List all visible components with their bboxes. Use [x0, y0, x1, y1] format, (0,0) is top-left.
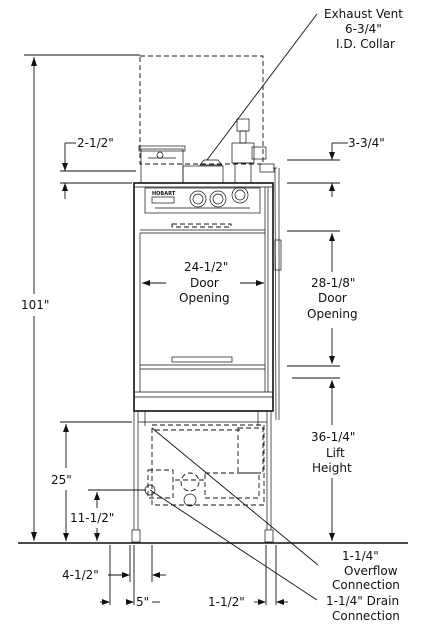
svg-text:I.D. Collar: I.D. Collar: [336, 37, 395, 51]
dim-2-1-2-label: 2-1/2": [77, 136, 114, 150]
dishwasher-body: [133, 182, 274, 412]
dim-4-1-2: [108, 545, 166, 582]
door-height-label: 28-1/8" Door Opening: [307, 276, 358, 321]
overall-height-dimension: [24, 54, 140, 541]
detergent-pump-box: [138, 145, 186, 184]
door-width-label: 24-1/2" Door Opening: [179, 260, 230, 305]
svg-text:Opening: Opening: [179, 291, 230, 305]
svg-text:6-3/4": 6-3/4": [345, 22, 382, 36]
dim-25-label: 25": [51, 473, 72, 487]
dim-5: [100, 545, 160, 605]
control-panel: HOBART: [144, 186, 261, 214]
svg-text:1-1/4": 1-1/4": [342, 549, 379, 563]
dim-4-1-2-label: 4-1/2": [62, 568, 99, 582]
dim-11-1-2-label: 11-1/2": [70, 511, 114, 525]
temperature-gauge-3: [231, 186, 249, 204]
lift-height-label: 36-1/4" Lift Height: [311, 430, 355, 475]
booster-box: [182, 165, 224, 184]
svg-text:Lift: Lift: [326, 446, 345, 460]
overflow-connection-label: 1-1/4" Overflow Connection: [332, 549, 400, 592]
svg-text:Exhaust Vent: Exhaust Vent: [324, 7, 403, 21]
stand-legs: [131, 411, 274, 543]
dim-3-3-4: [287, 142, 348, 197]
svg-text:Height: Height: [312, 461, 352, 475]
svg-text:24-1/2": 24-1/2": [184, 260, 228, 274]
svg-text:Door: Door: [318, 291, 347, 305]
exhaust-hood-outline: [139, 55, 264, 165]
exhaust-vent-leader: [206, 13, 318, 161]
svg-text:Door: Door: [190, 276, 219, 290]
door-handle: [171, 356, 233, 363]
svg-text:Opening: Opening: [307, 307, 358, 321]
overflow-leader: [151, 427, 319, 566]
lift-height-dimension: [292, 377, 340, 541]
svg-text:Connection: Connection: [332, 609, 400, 623]
drain-connection-label: 1-1/4" Drain Connection: [326, 594, 400, 623]
door-vent-slot: [171, 223, 232, 228]
dim-1-1-2-label: 1-1/2": [208, 595, 245, 609]
exhaust-vent-label: Exhaust Vent 6-3/4" I.D. Collar: [324, 7, 403, 51]
svg-text:28-1/8": 28-1/8": [311, 276, 355, 290]
dim-5-label: 5": [136, 595, 149, 609]
dim-11-1-2: [88, 489, 146, 541]
door-height-dimension: [287, 230, 340, 367]
svg-text:Overflow: Overflow: [344, 564, 398, 578]
svg-text:Connection: Connection: [332, 578, 400, 592]
exhaust-vent-cap: [199, 159, 223, 166]
dim-1-1-2: [254, 545, 288, 605]
overall-height-label: 101": [21, 298, 49, 312]
svg-text:1-1/4" Drain: 1-1/4" Drain: [326, 594, 399, 608]
temperature-gauge-2: [209, 190, 227, 208]
dim-25: [60, 421, 132, 541]
temperature-gauge-1: [189, 190, 207, 208]
control-panel-brand: HOBART: [152, 191, 176, 197]
svg-text:36-1/4": 36-1/4": [311, 430, 355, 444]
plumbing-assembly: [231, 118, 282, 421]
dim-3-3-4-label: 3-3/4": [348, 136, 385, 150]
drain-leader: [149, 489, 318, 601]
door-width-dimension: [142, 280, 264, 286]
dim-2-1-2: [60, 142, 136, 199]
